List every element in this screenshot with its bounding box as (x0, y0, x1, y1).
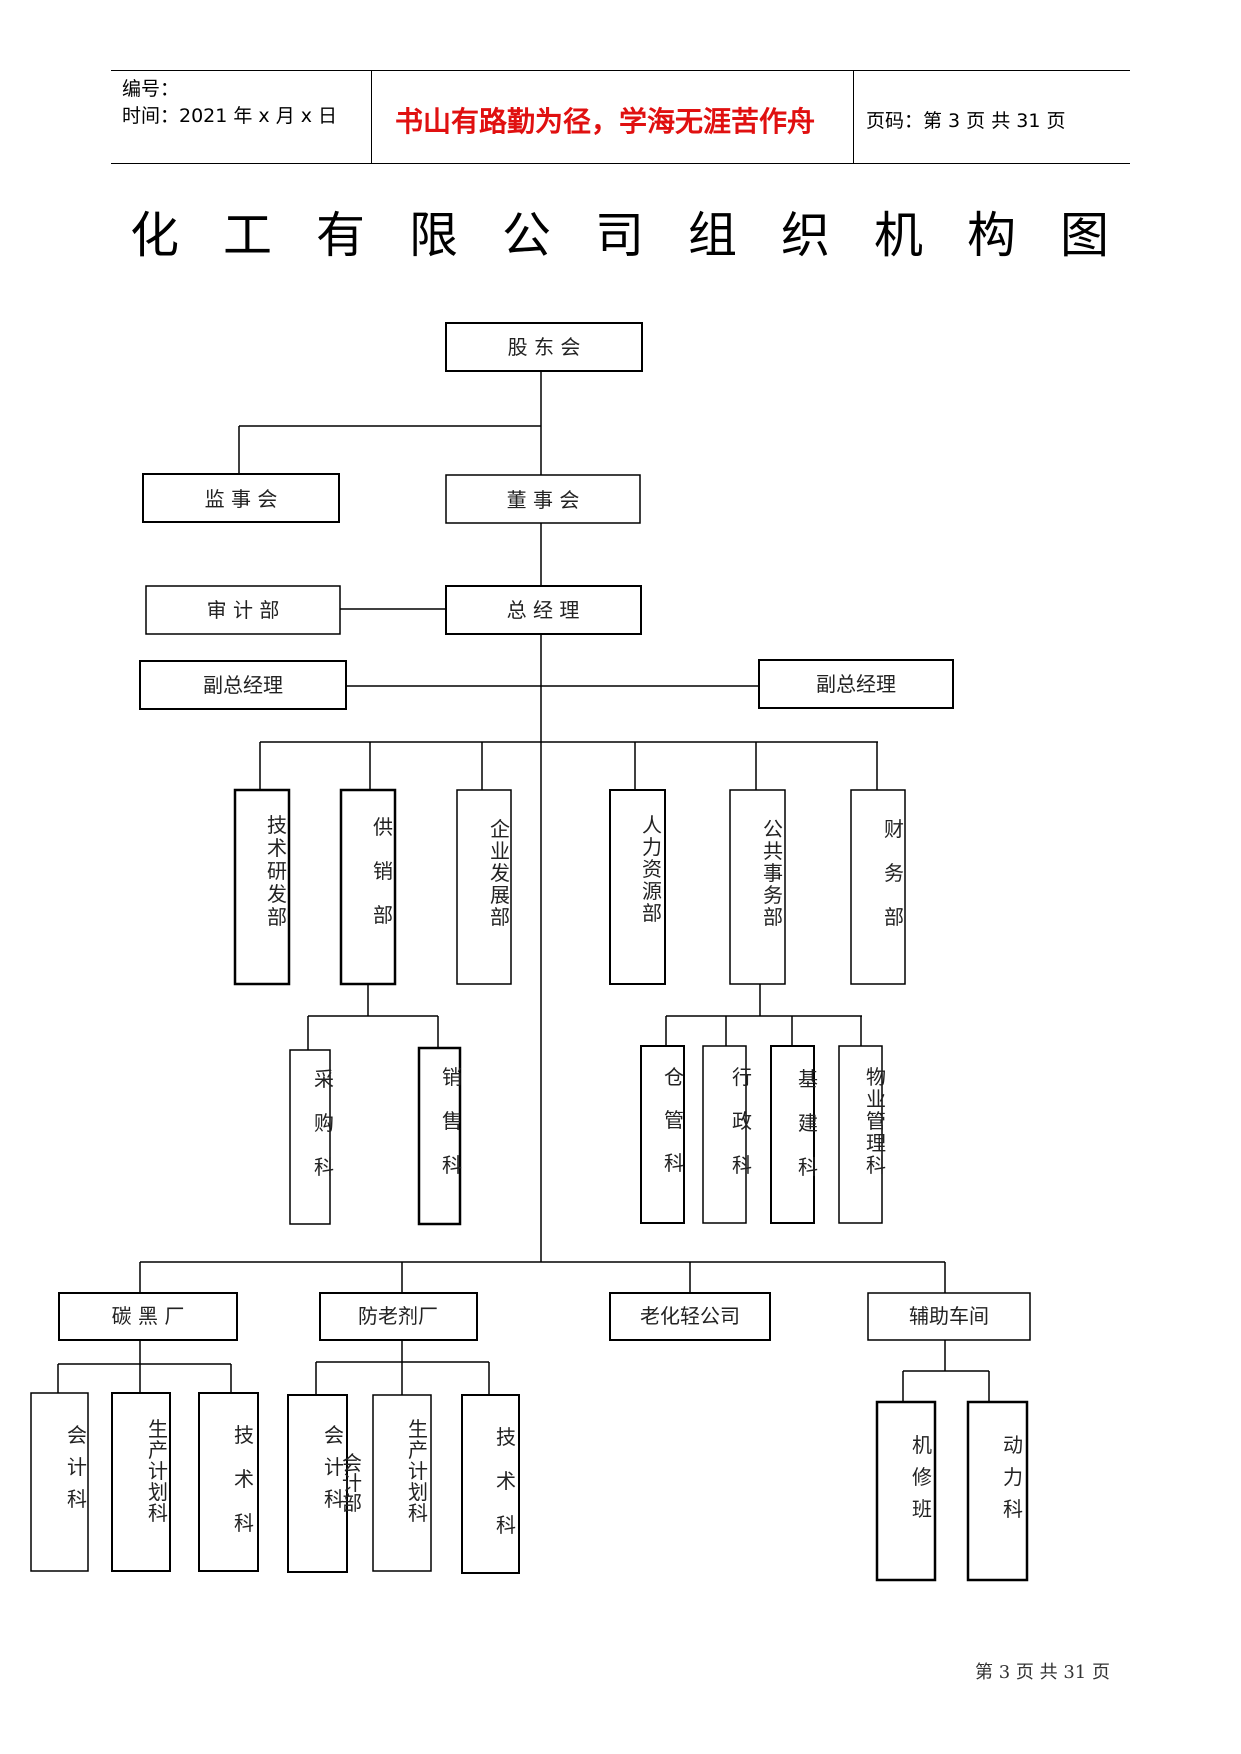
label-section: 会计科 (324, 1423, 344, 1511)
box-board-of-directors: 董 事 会 (445, 474, 641, 524)
label-dept: 人力资源部 (642, 813, 662, 925)
box-aux-repair-team: 机修班 (875, 1400, 937, 1582)
label-deputy-gm-right: 副总经理 (816, 672, 896, 696)
title-char: 图 (1060, 207, 1110, 264)
label-section: 会计科 (67, 1423, 87, 1511)
label-plant: 老化轻公司 (640, 1304, 740, 1328)
label-shareholders: 股 东 会 (508, 335, 581, 359)
box-general-manager: 总 经 理 (445, 585, 642, 635)
label-section: 销售科 (442, 1065, 462, 1177)
box-section-warehouse: 仓管科 (640, 1045, 685, 1224)
box-audit-dept: 审 计 部 (145, 585, 341, 635)
label-section: 采购科 (314, 1067, 334, 1179)
box-section-property: 物业管理科 (838, 1045, 886, 1224)
label-section: 仓管科 (664, 1065, 684, 1175)
box-ao-accounting: 会计科 会计部 (287, 1394, 362, 1573)
label-deputy-gm-left: 副总经理 (203, 673, 283, 697)
header-top-rule (111, 70, 1130, 71)
title-char: 构 (967, 207, 1017, 264)
header-divider-right (853, 70, 854, 163)
title-char: 机 (874, 207, 924, 264)
box-dept-finance: 财务部 (850, 789, 906, 985)
box-supervisory-board: 监 事 会 (142, 473, 340, 523)
box-dept-public-affairs: 公共事务部 (729, 789, 786, 985)
box-dept-enterprise-dev: 企业发展部 (456, 789, 512, 985)
label-plant: 碳 黑 厂 (112, 1304, 185, 1328)
box-shareholders: 股 东 会 (445, 322, 643, 372)
label-supervisory-board: 监 事 会 (205, 487, 278, 511)
label-section: 机修班 (912, 1433, 932, 1521)
box-section-sales: 销售科 (417, 1046, 462, 1226)
label-section: 技术科 (496, 1425, 516, 1537)
box-plant-aging-light: 老化轻公司 (609, 1292, 771, 1341)
box-cb-production-plan: 生产计划科 (111, 1392, 171, 1572)
label-general-manager: 总 经 理 (507, 598, 580, 622)
title-char: 司 (595, 207, 645, 264)
label-audit-dept: 审 计 部 (207, 598, 280, 622)
connector-lines (57, 370, 990, 1402)
header-bottom-rule (111, 163, 1130, 164)
label-section: 行政科 (732, 1065, 752, 1177)
title-char: 限 (409, 207, 459, 264)
label-section: 基建科 (798, 1067, 818, 1179)
label-dept: 企业发展部 (490, 817, 510, 929)
header-divider-left (371, 70, 372, 163)
box-section-construction: 基建科 (770, 1045, 818, 1224)
label-dept: 财务部 (884, 817, 904, 929)
title-char: 织 (781, 207, 831, 264)
label-section: 动力科 (1003, 1433, 1023, 1521)
box-ao-technical: 技术科 (461, 1394, 520, 1574)
box-plant-auxiliary: 辅助车间 (867, 1292, 1031, 1341)
label-board-of-directors: 董 事 会 (507, 488, 580, 512)
label-section: 物业管理科 (866, 1065, 886, 1177)
motto: 书山有路勤为径，学海无涯苦作舟 (395, 105, 816, 138)
box-dept-tech-rd: 技术研发部 (233, 788, 291, 986)
title-char: 组 (688, 207, 738, 264)
time-text: 时间：2021 年 x 月 x 日 (122, 105, 338, 127)
title-char: 有 (316, 207, 366, 264)
label-overlap: 会计部 (342, 1451, 362, 1515)
label-section: 技术科 (234, 1423, 254, 1535)
label-section: 生产计划科 (148, 1417, 168, 1525)
box-dept-supply-sales: 供销部 (339, 788, 397, 986)
label-plant: 防老剂厂 (358, 1304, 438, 1328)
box-aux-power: 动力科 (966, 1400, 1029, 1582)
label-section: 生产计划科 (408, 1417, 428, 1525)
page-code: 页码：第 3 页 共 31 页 (866, 110, 1066, 132)
box-plant-antioxidant: 防老剂厂 (319, 1292, 478, 1341)
serial-label: 编号： (122, 78, 180, 100)
label-dept: 供销部 (373, 815, 393, 927)
label-plant: 辅助车间 (909, 1304, 989, 1328)
box-deputy-gm-left: 副总经理 (139, 660, 347, 710)
box-section-purchasing: 采购科 (289, 1049, 334, 1225)
title-char: 工 (223, 207, 273, 264)
page-footer: 第 3 页 共 31 页 (975, 1662, 1110, 1683)
box-ao-production-plan: 生产计划科 (372, 1394, 432, 1572)
box-section-admin: 行政科 (702, 1045, 752, 1224)
label-dept: 技术研发部 (267, 813, 287, 929)
title-char: 公 (502, 207, 552, 264)
box-plant-carbon-black: 碳 黑 厂 (58, 1292, 238, 1341)
box-cb-technical: 技术科 (198, 1392, 259, 1572)
title-char: 化 (130, 207, 180, 264)
box-deputy-gm-right: 副总经理 (758, 659, 954, 709)
label-dept: 公共事务部 (763, 817, 783, 929)
box-cb-accounting: 会计科 (30, 1392, 89, 1572)
box-dept-hr: 人力资源部 (609, 789, 666, 985)
